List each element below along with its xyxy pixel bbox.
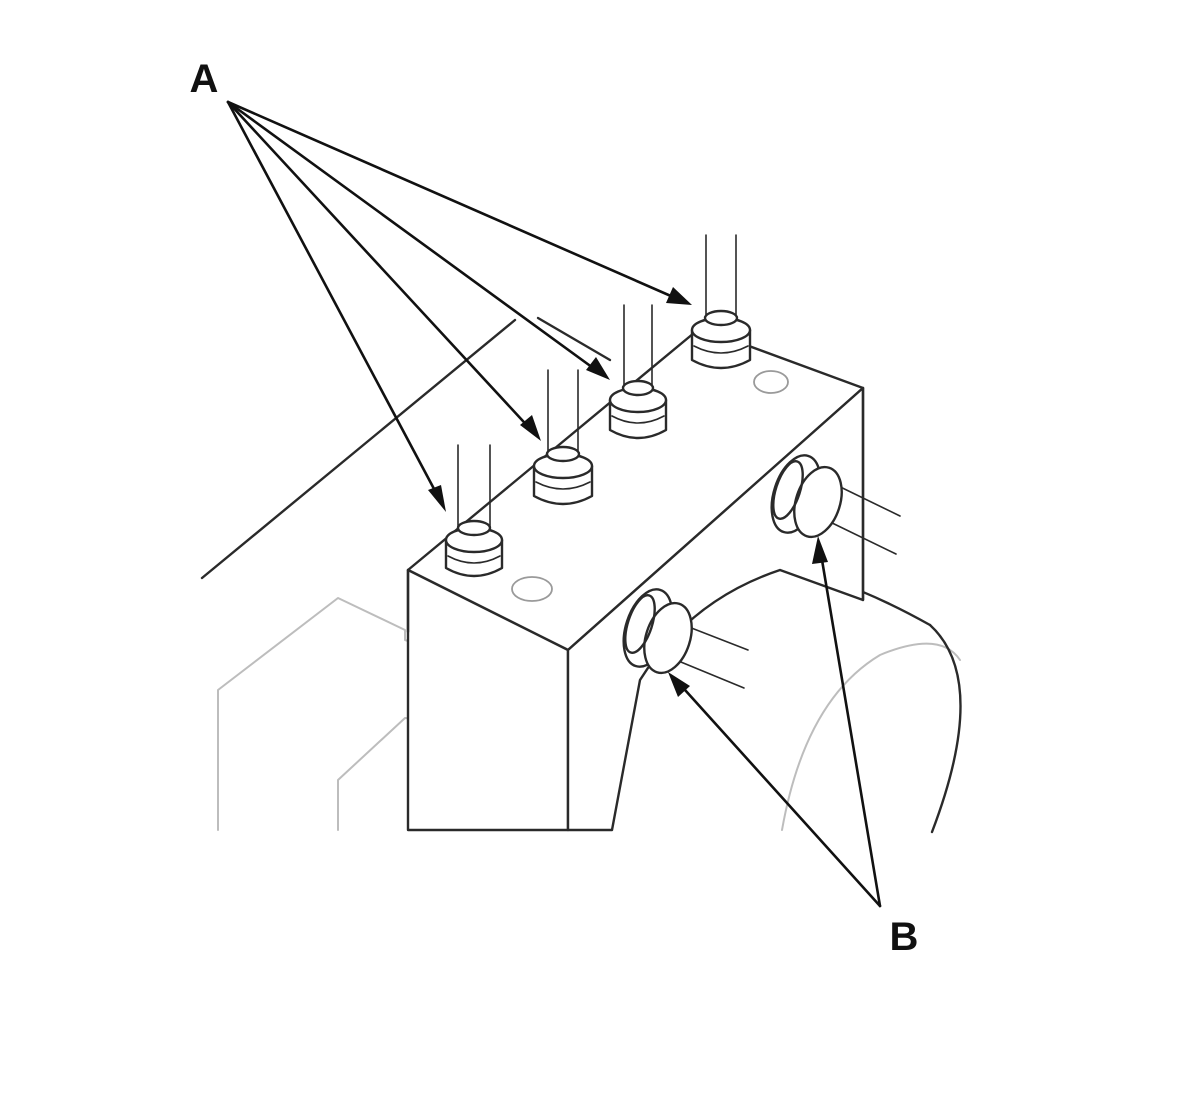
top-fitting-3 xyxy=(608,304,668,440)
background-edge-lines xyxy=(200,316,612,580)
leader-a-1 xyxy=(226,100,443,504)
leader-b-1 xyxy=(674,678,882,908)
mounting-hole-front xyxy=(511,576,553,602)
arrowhead-a-2 xyxy=(520,415,541,441)
leader-a-2 xyxy=(226,100,536,435)
arrowhead-a-3 xyxy=(586,357,610,380)
leader-b-2 xyxy=(818,546,882,908)
ghost-motor-inner xyxy=(781,642,961,831)
mounting-holes xyxy=(511,370,789,602)
motor-end-arc xyxy=(928,623,962,834)
mounting-hole-rear xyxy=(753,370,789,394)
leader-a-4 xyxy=(226,100,682,302)
arrowhead-b-1 xyxy=(668,672,690,697)
side-fitting-2 xyxy=(770,454,901,555)
top-fitting-4 xyxy=(690,234,752,370)
arrowhead-b-2 xyxy=(812,536,828,564)
callout-label-a: A xyxy=(190,57,219,101)
arrowhead-a-1 xyxy=(428,485,446,512)
leader-a-3 xyxy=(226,100,602,375)
top-fitting-2 xyxy=(532,369,594,506)
callout-b-leaders xyxy=(668,536,882,908)
pump-motor xyxy=(776,563,962,834)
side-brake-line-fittings xyxy=(622,454,901,689)
long-edge-line xyxy=(200,318,517,580)
callout-label-b: B xyxy=(890,915,919,959)
long-edge-line-2 xyxy=(536,316,612,362)
callout-a-leaders xyxy=(226,100,692,512)
top-brake-line-fittings xyxy=(444,234,752,578)
side-fitting-1 xyxy=(622,588,749,689)
arrowhead-a-4 xyxy=(666,287,692,305)
top-fitting-1 xyxy=(444,444,504,578)
